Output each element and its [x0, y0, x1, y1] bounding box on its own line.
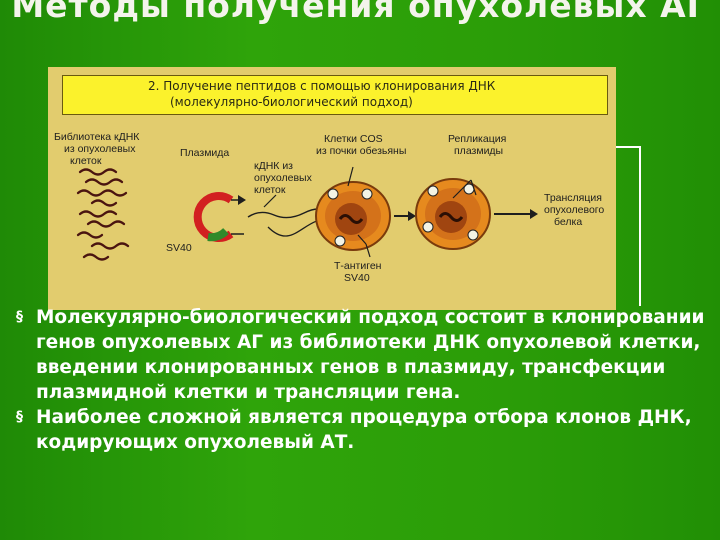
divider-vertical [639, 146, 641, 306]
replication-pointer [452, 179, 477, 199]
cloning-figure: 2. Получение пептидов с помощью клониров… [48, 67, 616, 310]
cos-cell-1 [315, 181, 391, 251]
plasmid-ring [193, 192, 246, 242]
bullet-item: § Наиболее сложной является процедура от… [16, 405, 716, 455]
cos-cell-2 [415, 178, 491, 250]
figure-banner: 2. Получение пептидов с помощью клониров… [62, 75, 608, 115]
label-plasmid: Плазмида [180, 147, 230, 159]
bullet-square-icon: § [16, 409, 23, 425]
bullet-text: Молекулярно-биологический подход состоит… [36, 307, 705, 403]
label-library: Библиотека кДНК из опухолевых клеток [54, 131, 140, 167]
bullet-list: § Молекулярно-биологический подход состо… [16, 305, 716, 455]
label-replication: Репликация плазмиды [448, 133, 507, 157]
banner-line-1: 2. Получение пептидов с помощью клониров… [148, 79, 496, 93]
figure-drawing [76, 166, 538, 261]
banner-text: 2. Получение пептидов с помощью клониров… [148, 78, 495, 110]
label-cos-cells: Клетки COS из почки обезьяны [316, 133, 407, 157]
bullet-square-icon: § [16, 309, 23, 325]
label-translation: Трансляция опухолевого белка [544, 192, 605, 228]
banner-line-2: (молекулярно-биологический подход) [170, 95, 413, 109]
bullet-text: Наиболее сложной является процедура отбо… [36, 407, 692, 453]
slide-title-text: Методы получения опухолевых АГ [11, 0, 709, 25]
t-antigen-pointer [365, 243, 371, 258]
cdna-pointer [263, 194, 277, 208]
bullet-item: § Молекулярно-биологический подход состо… [16, 305, 716, 405]
cdna-library-strands [76, 168, 130, 261]
label-t-antigen: Т-антиген SV40 [334, 260, 382, 284]
slide-title: Методы получения опухолевых АГ [0, 0, 720, 28]
cos-pointer [347, 166, 354, 187]
label-sv40: SV40 [166, 242, 192, 254]
label-cdna: кДНК из опухолевых клеток [254, 160, 312, 196]
